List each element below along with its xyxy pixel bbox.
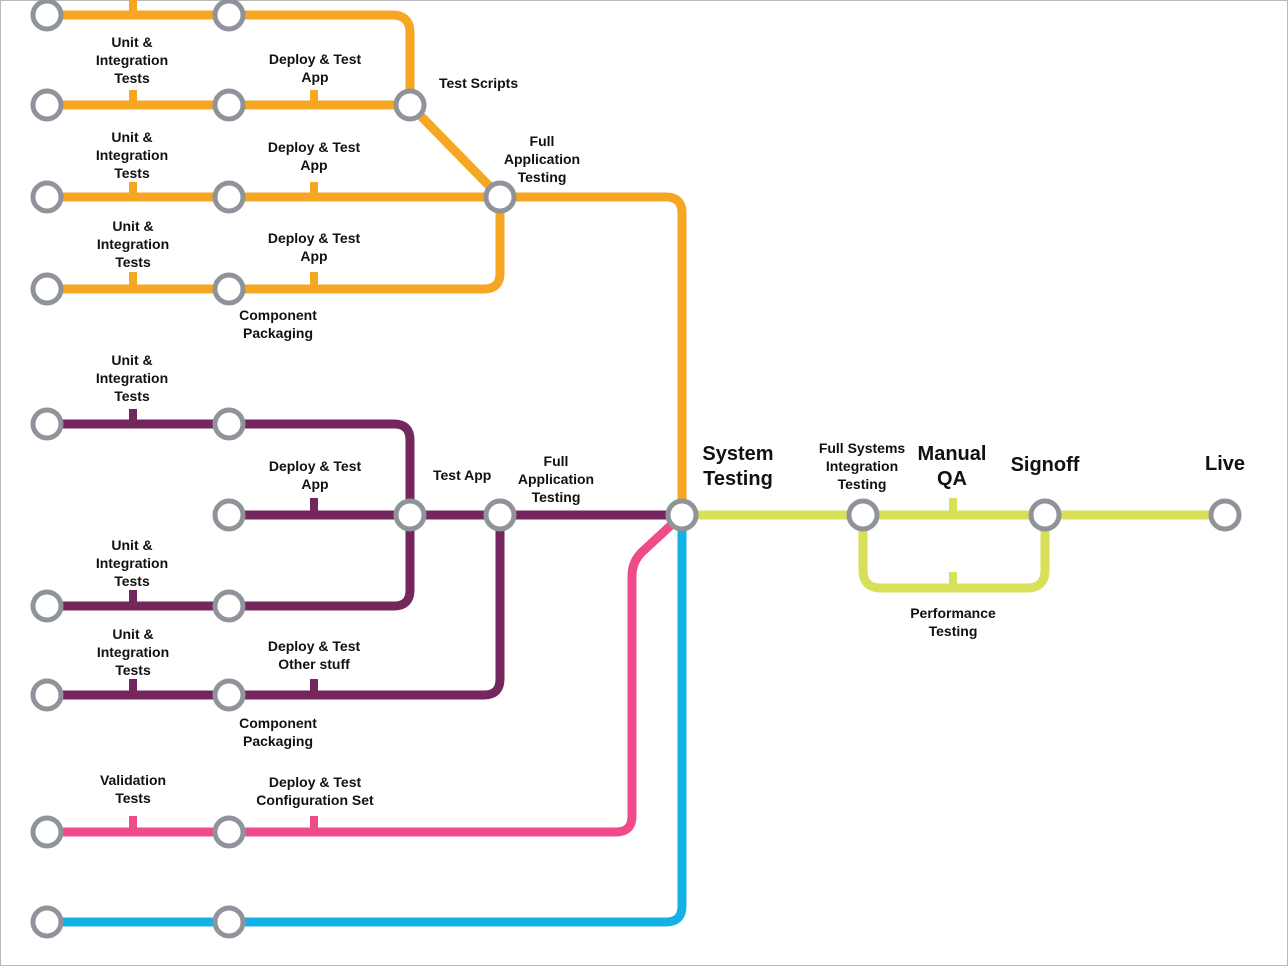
label-performance-line-2: Testing (929, 623, 978, 639)
label-o-row3-unit-line-2: Integration (97, 236, 169, 252)
label-o-component-line-1: Component (239, 307, 317, 323)
label-o-row1-unit-line-3: Tests (114, 70, 150, 86)
label-k-validation-line-2: Tests (115, 790, 151, 806)
label-o-full-app-line-3: Testing (518, 169, 567, 185)
label-p-deploy-app-line-1: Deploy & Test (269, 458, 362, 474)
label-system-testing-line-1: System (702, 443, 773, 465)
label-p-deploy-other-line-1: Deploy & Test (268, 638, 361, 654)
station-stop (393, 88, 427, 122)
label-p-row1-unit-line-3: Tests (114, 388, 150, 404)
station-stop (393, 498, 427, 532)
station-stop (30, 272, 64, 306)
label-p-full-app-line-1: Full (544, 453, 569, 469)
label-p-row1-unit-line-1: Unit & (111, 352, 152, 368)
label-p-component-line-1: Component (239, 715, 317, 731)
label-p-deploy-app-line-2: App (301, 476, 328, 492)
station-stop (212, 180, 246, 214)
orange-line-row1 (47, 10, 415, 105)
label-o-full-app-line-2: Application (504, 151, 580, 167)
label-o-row2-deploy-line-1: Deploy & Test (268, 139, 361, 155)
station-stop (30, 407, 64, 441)
metro-ticks (129, 0, 957, 832)
station-stop (30, 180, 64, 214)
station-stop (30, 589, 64, 623)
station-stop (483, 180, 517, 214)
station-stop (212, 498, 246, 532)
label-manual-qa-line-1: Manual (918, 443, 987, 465)
label-o-row2-unit-line-2: Integration (96, 147, 168, 163)
station-stop (483, 498, 517, 532)
metro-stations (30, 0, 1242, 939)
label-p-row4-unit-line-1: Unit & (112, 626, 153, 642)
label-live-line-1: Live (1205, 453, 1245, 475)
station-stop (212, 589, 246, 623)
label-p-full-app-line-3: Testing (532, 489, 581, 505)
station-stop (30, 905, 64, 939)
label-o-row3-unit-line-3: Tests (115, 254, 151, 270)
label-system-testing-line-2: Testing (703, 468, 773, 490)
label-o-full-app-line-1: Full (530, 133, 555, 149)
label-o-row1-unit-line-1: Unit & (111, 34, 152, 50)
label-o-row3-deploy-line-1: Deploy & Test (268, 230, 361, 246)
label-o-row3-deploy-line-2: App (300, 248, 327, 264)
station-stop (846, 498, 880, 532)
blue-line (47, 515, 687, 927)
label-o-row2-unit-line-3: Tests (114, 165, 150, 181)
station-stop (212, 905, 246, 939)
station-stop (1028, 498, 1062, 532)
label-p-row3-unit-line-2: Integration (96, 555, 168, 571)
label-p-row4-unit-line-3: Tests (115, 662, 151, 678)
label-p-component-line-2: Packaging (243, 733, 313, 749)
label-p-row4-unit-line-2: Integration (97, 644, 169, 660)
label-full-systems-line-2: Integration (826, 458, 898, 474)
orange-line-row4 (47, 197, 505, 294)
station-stop (30, 678, 64, 712)
station-stop (212, 407, 246, 441)
label-manual-qa-line-2: QA (937, 468, 967, 490)
purple-lower-branch (47, 515, 505, 700)
station-stop (30, 88, 64, 122)
label-o-component-line-2: Packaging (243, 325, 313, 341)
orange-trunk (500, 192, 687, 515)
station-stop (212, 272, 246, 306)
pink-line (47, 511, 686, 837)
station-stop (30, 815, 64, 849)
label-p-full-app-line-2: Application (518, 471, 594, 487)
label-p-row3-unit-line-1: Unit & (111, 537, 152, 553)
label-full-systems-line-3: Testing (838, 476, 887, 492)
station-stop (1208, 498, 1242, 532)
station-stop (212, 0, 246, 32)
label-k-deploy-config-line-2: Configuration Set (256, 792, 374, 808)
station-stop (212, 678, 246, 712)
label-o-row2-unit-line-1: Unit & (111, 129, 152, 145)
label-p-row1-unit-line-2: Integration (96, 370, 168, 386)
label-full-systems-line-1: Full Systems (819, 440, 906, 456)
station-stop (212, 815, 246, 849)
label-o-row3-unit-line-1: Unit & (112, 218, 153, 234)
label-k-deploy-config-line-1: Deploy & Test (269, 774, 362, 790)
label-o-row1-unit-line-2: Integration (96, 52, 168, 68)
label-p-row3-unit-line-3: Tests (114, 573, 150, 589)
label-p-deploy-other-line-2: Other stuff (278, 656, 350, 672)
label-k-validation-line-1: Validation (100, 772, 166, 788)
station-stop (665, 498, 699, 532)
label-o-test-scripts-line-1: Test Scripts (439, 75, 518, 91)
label-performance-line-1: Performance (910, 605, 996, 621)
label-o-row2-deploy-line-2: App (300, 157, 327, 173)
orange-diagonal (406, 101, 504, 201)
label-p-test-app-line-1: Test App (433, 467, 491, 483)
station-stop (212, 88, 246, 122)
label-signoff-line-1: Signoff (1011, 454, 1080, 476)
label-o-row1-deploy-line-1: Deploy & Test (269, 51, 362, 67)
station-stop (30, 0, 64, 32)
label-o-row1-deploy-line-2: App (301, 69, 328, 85)
